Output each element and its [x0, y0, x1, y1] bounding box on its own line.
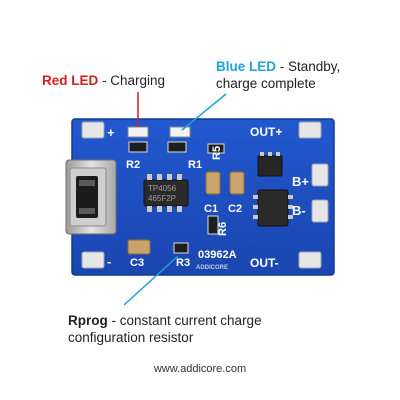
silk-board-id: 03962A	[198, 249, 237, 261]
red-led-annotation: Red LED - Charging	[42, 72, 165, 89]
micro-usb-connector	[65, 159, 117, 235]
resistors	[128, 141, 225, 254]
rprog-desc-2: configuration resistor	[68, 330, 194, 345]
silk-out-plus: OUT+	[250, 125, 282, 139]
silk-b-minus: B-	[292, 203, 306, 218]
chip-marking-1: TP4056	[148, 184, 177, 193]
rprog-annotation: Rprog - constant current charge configur…	[68, 312, 262, 346]
pointer-lines	[123, 92, 227, 306]
silk-c1: C1	[204, 203, 218, 215]
blue-led	[169, 126, 191, 138]
blue-led-annotation: Blue LED - Standby, charge complete	[216, 58, 340, 92]
silkscreen: + - OUT+ OUT- B+ B- R1 R2 R3 R5 R6 C1 C2…	[107, 125, 309, 271]
tp4056-chip	[143, 174, 189, 212]
rprog-desc-1: - constant current charge	[107, 313, 262, 328]
silk-r1: R1	[188, 159, 202, 171]
silk-c2: C2	[228, 203, 242, 215]
silk-r5: R5	[211, 146, 223, 160]
silk-c3: C3	[130, 257, 144, 269]
silk-plus: +	[107, 125, 115, 140]
silk-r6: R6	[217, 222, 229, 236]
silk-brand: ADDICORE	[196, 265, 228, 271]
rprog-resistor	[173, 242, 189, 254]
protection-chip	[253, 152, 293, 227]
blue-led-pointer	[181, 93, 227, 131]
edge-pads	[81, 121, 329, 269]
website-url: www.addicore.com	[153, 363, 247, 375]
capacitors	[127, 171, 245, 255]
red-led-title: Red LED	[42, 73, 99, 88]
red-led-desc: - Charging	[98, 73, 166, 88]
rprog-title: Rprog	[68, 313, 108, 328]
silk-out-minus: OUT-	[250, 256, 279, 270]
blue-led-title: Blue LED	[216, 59, 277, 74]
blue-led-desc-2: charge complete	[216, 76, 316, 91]
red-led	[127, 126, 149, 138]
silk-b-plus: B+	[292, 174, 309, 189]
rprog-pointer	[123, 255, 179, 306]
chip-marking-2: 465F2P	[148, 194, 176, 203]
silk-r3: R3	[176, 257, 190, 269]
silk-minus: -	[107, 254, 111, 269]
silk-r2: R2	[126, 159, 140, 171]
blue-led-desc-1: - Standby,	[276, 59, 341, 74]
